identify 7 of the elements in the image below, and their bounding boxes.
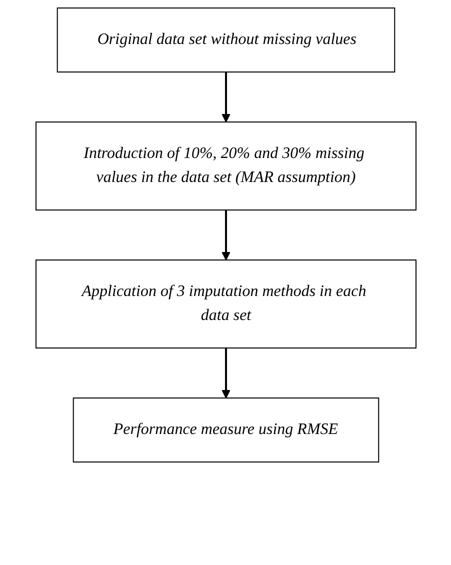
node-box: Application of 3 imputation methods in each data set (35, 260, 416, 348)
node-box: Performance measure using RMSE (72, 398, 379, 462)
arrow (221, 72, 230, 122)
arrow (221, 210, 230, 260)
node-box: Original data set without missing values (56, 8, 395, 72)
node-box: Introduction of 10%, 20% and 30% missing values in the data set (MAR assumption) (35, 122, 416, 210)
arrow (221, 348, 230, 398)
